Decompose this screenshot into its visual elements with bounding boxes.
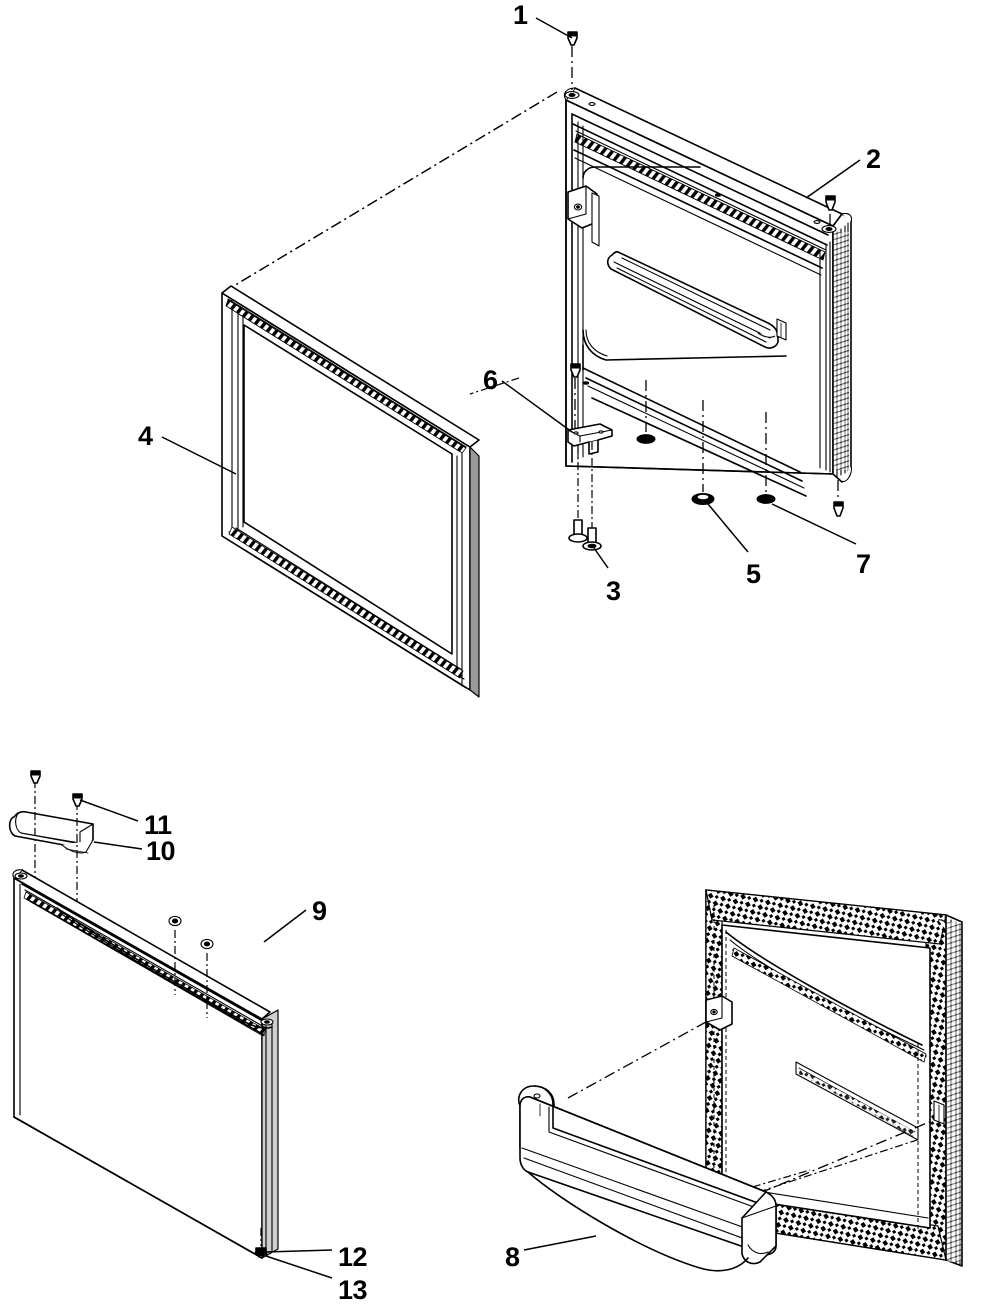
bracket-screw-top (570, 363, 581, 430)
drawer-front-plug-left (168, 915, 182, 995)
callout-leader-lines (79, 17, 861, 1279)
lower-right-screw-cap (833, 480, 844, 517)
upper-right-screw-cap (825, 195, 836, 224)
callout-label-8: 8 (505, 1242, 520, 1272)
callout-label-11: 11 (144, 810, 172, 840)
door-bin-and-liner (518, 889, 963, 1272)
callout-label-10: 10 (146, 836, 176, 866)
freezer-door-inner-liner (705, 889, 963, 1267)
freezer-door-outer-panel (563, 87, 853, 497)
drawer-front-assembly (8, 770, 279, 1259)
callout-label-5: 5 (746, 559, 761, 589)
explode-guide-lines (221, 91, 558, 395)
callout-label-4: 4 (138, 421, 153, 451)
top-hinge-screw-cap (567, 31, 578, 90)
freezer-door-gasket (221, 285, 480, 698)
callout-label-6: 6 (483, 365, 498, 395)
screw-hole-plug-large (691, 400, 715, 505)
freezer-door-assembly (221, 31, 853, 698)
drawer-front-bottom-fastener (254, 1228, 268, 1258)
door-latch-bracket (567, 185, 600, 247)
freezer-door-bin (518, 1085, 777, 1272)
callout-label-9: 9 (312, 896, 327, 926)
screw-hole-plug-mid (636, 380, 656, 444)
liner-latch-bracket (705, 995, 733, 1031)
drawer-front-plug-right (200, 938, 214, 1018)
callout-label-2: 2 (866, 144, 881, 174)
callout-label-13: 13 (338, 1275, 368, 1305)
callout-label-3: 3 (606, 576, 621, 606)
push-pin-rivets (568, 442, 602, 551)
drawer-front-panel (12, 869, 279, 1259)
screw-hole-plug-small (756, 412, 776, 504)
drawer-handle-screw-right (72, 793, 83, 912)
callout-label-12: 12 (338, 1242, 368, 1272)
callout-label-7: 7 (856, 549, 871, 579)
callout-label-1: 1 (513, 0, 528, 30)
drawer-handle (8, 810, 94, 854)
